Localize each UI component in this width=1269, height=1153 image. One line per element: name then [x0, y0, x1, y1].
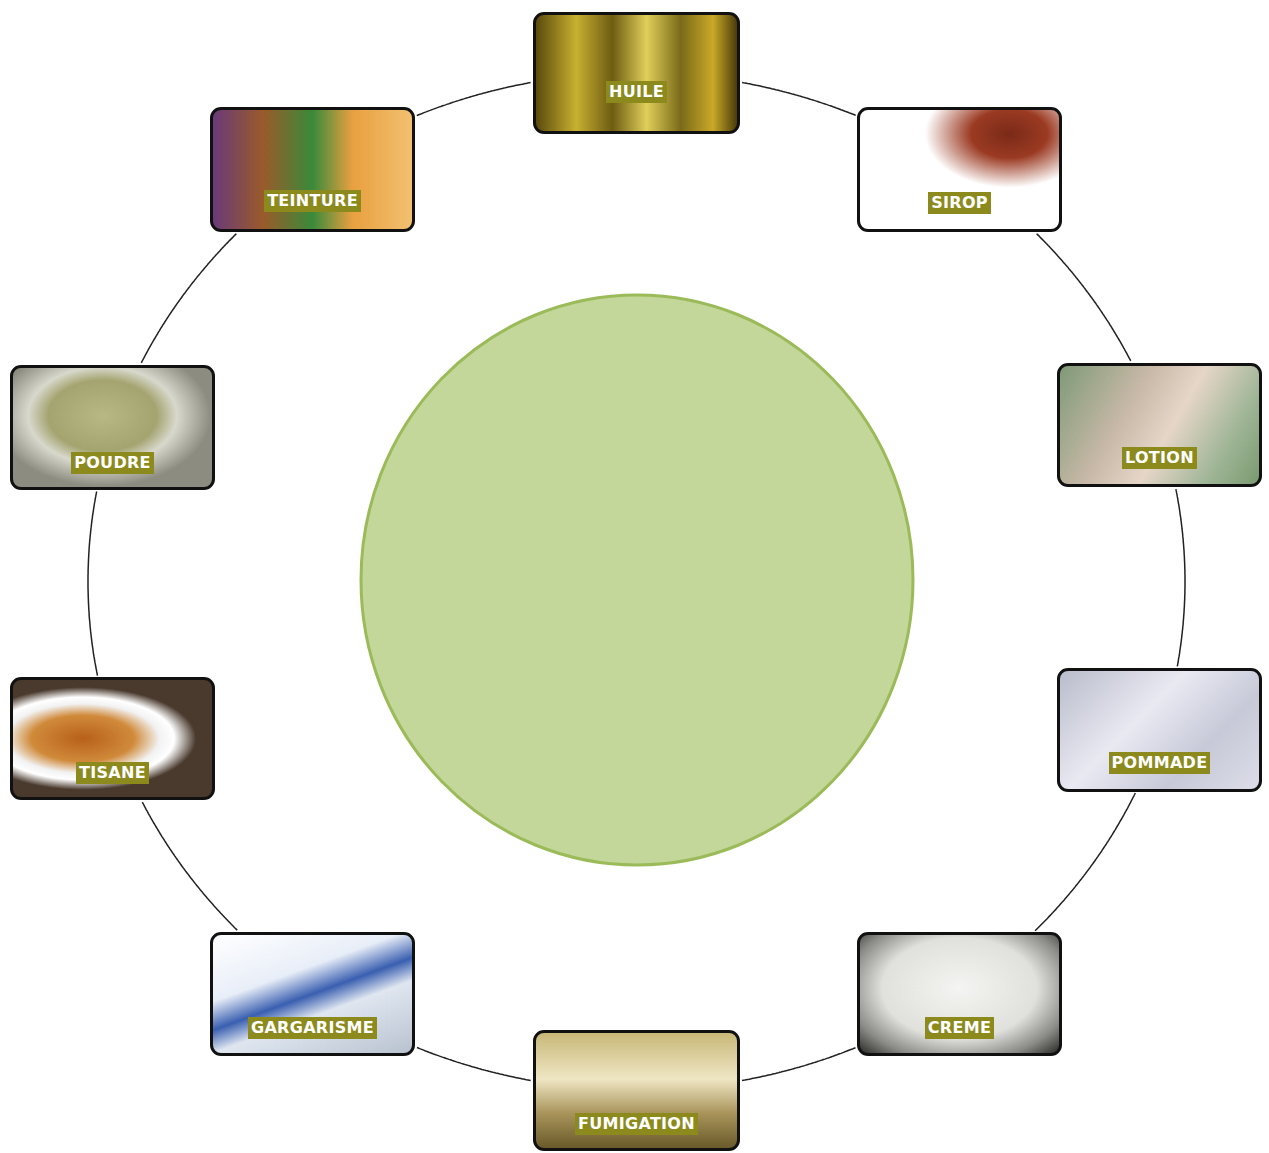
- ring-connector: [417, 1048, 531, 1081]
- image-box: POUDRE: [10, 365, 215, 490]
- image-box: FUMIGATION: [533, 1030, 740, 1151]
- ring-connector: [742, 1048, 856, 1081]
- form-label: HUILE: [606, 81, 667, 103]
- image-box: CREME: [857, 932, 1062, 1056]
- ring-connector: [1035, 793, 1135, 931]
- image-box: POMMADE: [1057, 668, 1262, 792]
- form-label: CREME: [925, 1017, 994, 1039]
- form-label: GARGARISME: [248, 1017, 377, 1039]
- ring-connector: [142, 802, 237, 930]
- form-label: POUDRE: [71, 452, 154, 474]
- form-label: TISANE: [76, 762, 149, 784]
- image-box: GARGARISME: [210, 932, 415, 1056]
- image-box: SIROP: [857, 107, 1062, 232]
- image-box: TEINTURE: [210, 107, 415, 232]
- image-box: TISANE: [10, 677, 215, 800]
- image-box: LOTION: [1057, 363, 1262, 487]
- form-label: SIROP: [928, 192, 991, 214]
- image-box: HUILE: [533, 12, 740, 134]
- form-label: LOTION: [1122, 447, 1197, 469]
- form-label: TEINTURE: [264, 190, 361, 212]
- ring-connector: [417, 83, 531, 116]
- ring-connector: [1176, 489, 1185, 666]
- ring-connector: [1037, 234, 1131, 361]
- ring-connector: [141, 234, 236, 363]
- ring-connector: [742, 83, 856, 116]
- form-label: FUMIGATION: [575, 1113, 698, 1135]
- ring-connector: [88, 492, 98, 676]
- form-label: POMMADE: [1109, 752, 1211, 774]
- center-circle: [361, 295, 913, 865]
